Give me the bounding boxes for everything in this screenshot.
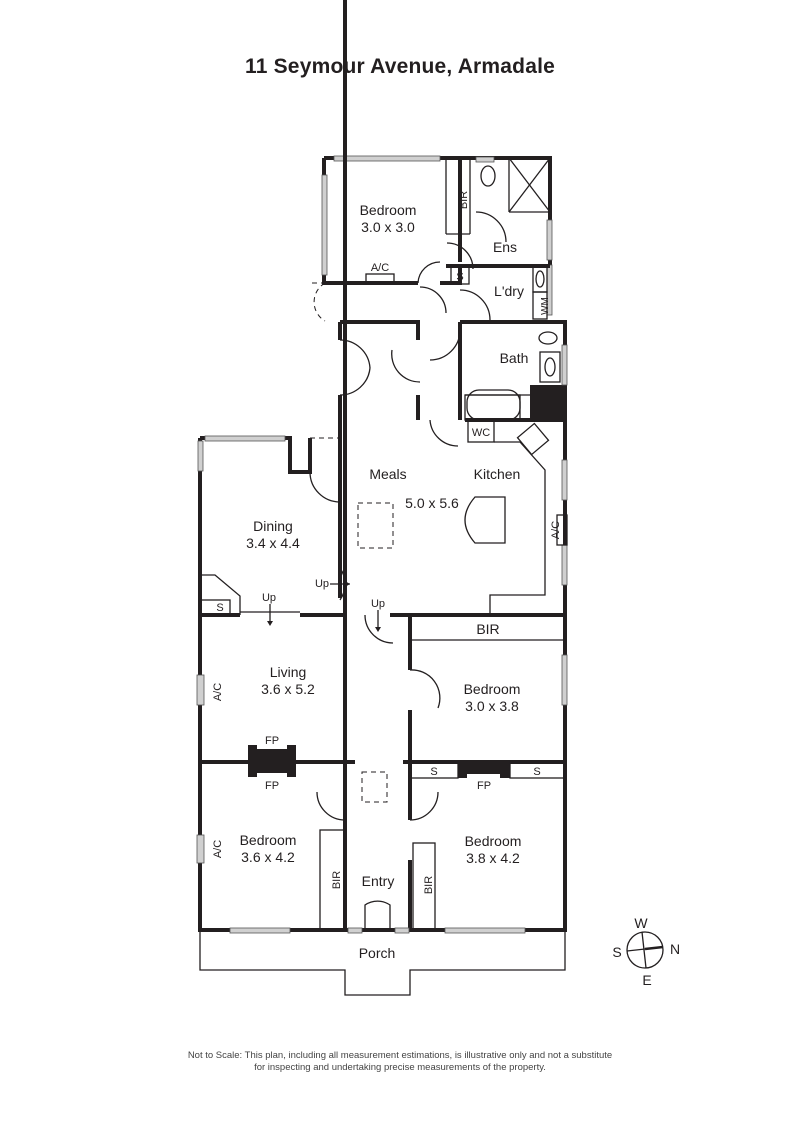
disclaimer-line-1: Not to Scale: This plan, including all m… [187,1050,613,1061]
entry-label: Entry [362,873,395,889]
fp-living: FP [265,735,279,747]
bedroom-mid-size: 3.0 x 3.8 [465,698,519,714]
porch-label: Porch [359,945,396,961]
page-title: 11 Seymour Avenue, Armadale [244,55,556,78]
dining-label: Dining [253,518,293,534]
bir-rear: BIR [458,191,470,209]
ac-rear: A/C [371,262,389,274]
dining-size: 3.4 x 4.4 [246,535,300,551]
kitchen-size: 5.0 x 5.6 [405,495,459,511]
living-size: 3.6 x 5.2 [261,681,315,697]
meals-label: Meals [369,466,406,482]
storage-bed-1: S [430,766,437,778]
up-label-1: Up [315,578,329,590]
laundry-label: L'dry [494,283,524,299]
fp-bedroom-left: FP [265,780,279,792]
bedroom-front-left-size: 3.6 x 4.2 [241,849,295,865]
compass-icon: W N E S [612,915,680,988]
disclaimer-line-2: for inspecting and undertaking precise m… [254,1062,546,1073]
ac-bedroom-left: A/C [212,840,224,858]
disclaimer: Not to Scale: This plan, including all m… [0,1050,800,1074]
bath-label: Bath [500,350,529,366]
ac-kitchen: A/C [550,521,562,539]
bedroom-rear-size: 3.0 x 3.0 [361,219,415,235]
compass-s: S [612,944,621,960]
bir-mid: BIR [476,621,499,637]
main-walls [196,0,568,996]
storage-dining: S [216,602,223,614]
bir-front-left: BIR [331,871,343,889]
storage-laundry: S [456,271,463,283]
wm-label: WM [540,297,551,315]
bedroom-front-right-size: 3.8 x 4.2 [466,850,520,866]
rear-wing [312,155,553,322]
bedroom-front-left-label: Bedroom [240,832,297,848]
bir-front-right: BIR [423,876,435,894]
bedroom-rear-label: Bedroom [360,202,417,218]
kitchen-label: Kitchen [474,466,521,482]
storage-bed-2: S [533,766,540,778]
compass-e: E [642,972,651,988]
fp-bedroom-right: FP [477,780,491,792]
compass-w: W [634,915,648,931]
up-label-2: Up [262,592,276,604]
ac-living: A/C [212,683,224,701]
wc-label: WC [472,427,490,439]
bedroom-front-right-label: Bedroom [465,833,522,849]
up-label-3: Up [371,598,385,610]
living-label: Living [270,664,307,680]
compass-n: N [670,941,680,957]
bedroom-mid-label: Bedroom [464,681,521,697]
ensuite-label: Ens [493,239,517,255]
